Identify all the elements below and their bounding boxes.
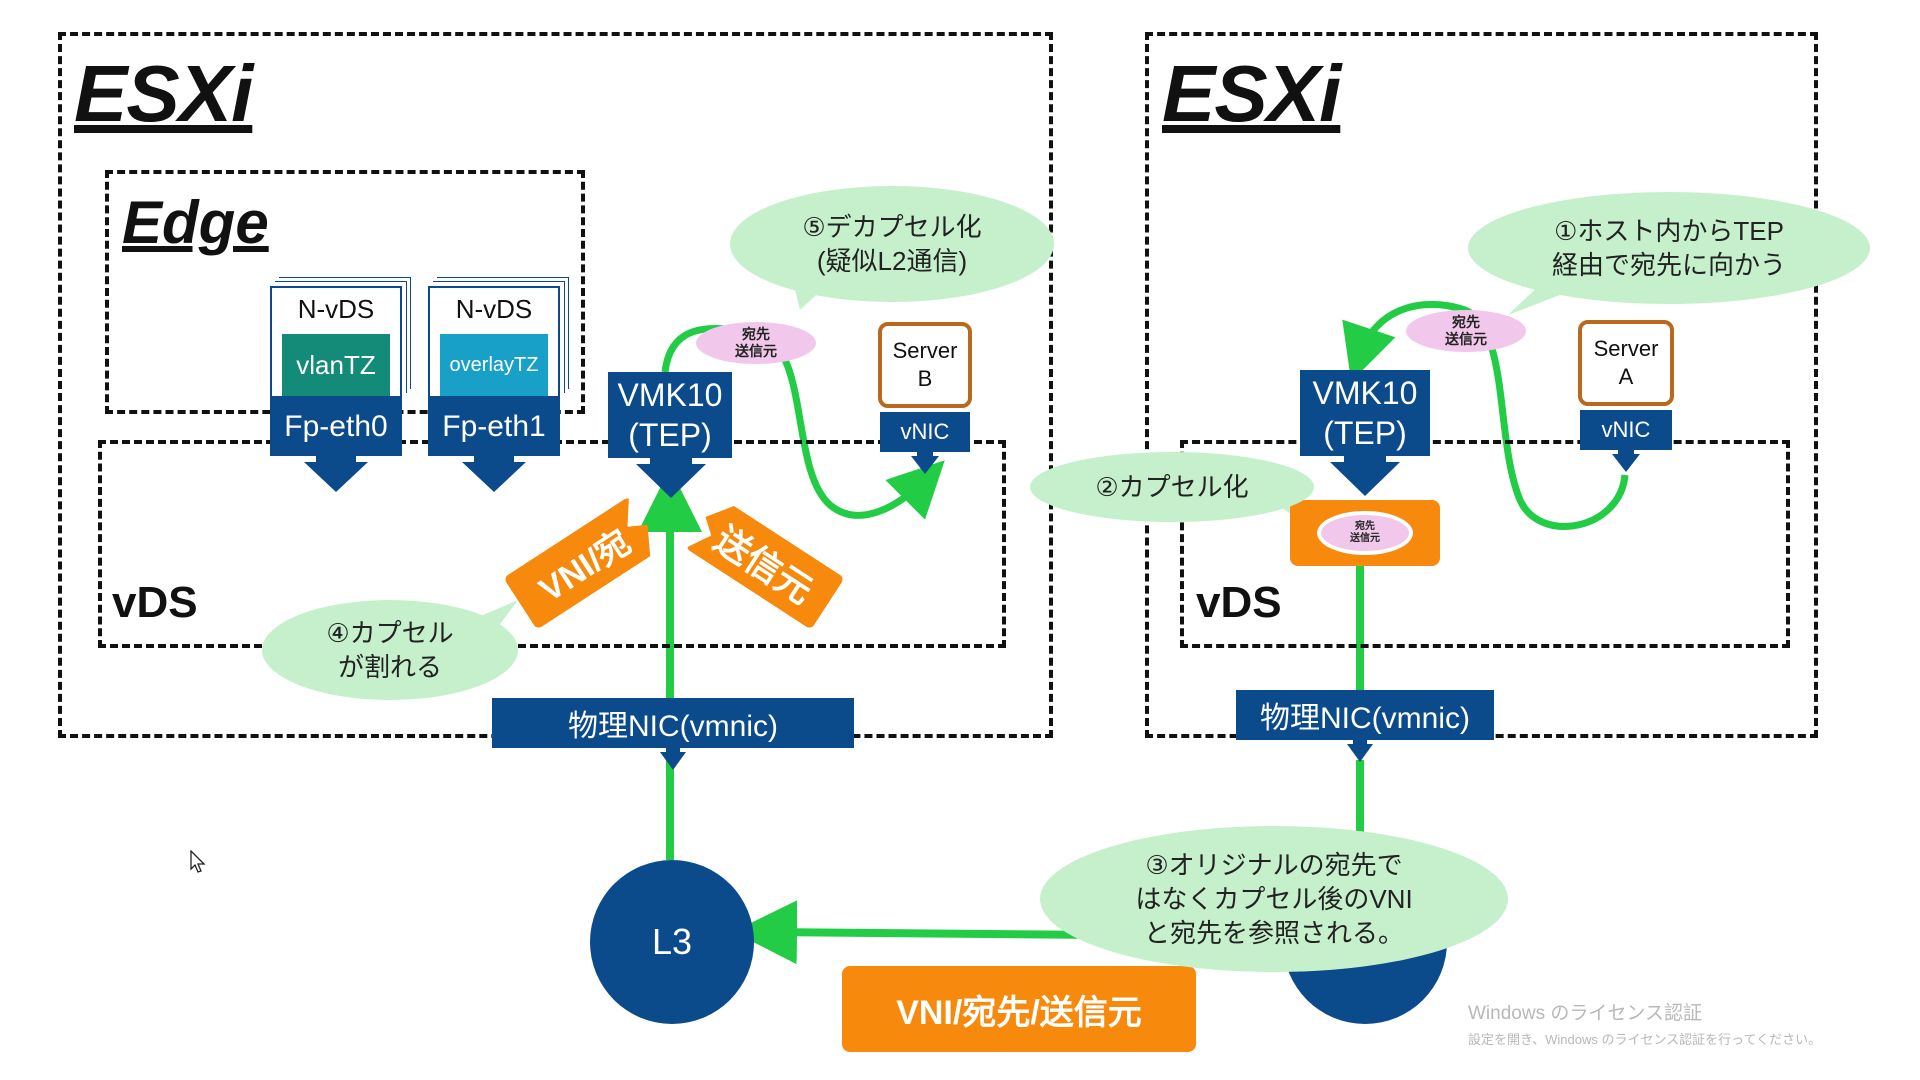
watermark-title: Windows のライセンス認証 (1468, 1003, 1702, 1024)
fp-eth1-port: Fp-eth1 (428, 398, 560, 456)
arrow-down-icon (1347, 740, 1373, 762)
vlan-tz: vlanTZ (282, 334, 390, 396)
server-line2: B (917, 366, 933, 391)
encap-src: 送信元 (1350, 533, 1380, 544)
server-line1: Server (1593, 336, 1659, 361)
vmk-line2: (TEP) (1323, 415, 1407, 451)
physical-nic-right: 物理NIC(vmnic) (1236, 690, 1494, 740)
server-b: Server B (878, 322, 972, 408)
pill-src: 送信元 (1445, 331, 1487, 347)
pill-dest: 宛先 (1452, 314, 1480, 330)
encapsulated-packet: 宛先 送信元 (1290, 500, 1440, 566)
callout-5-decap: ⑤デカプセル化 (疑似L2通信) (730, 186, 1054, 302)
nvds-card-overlay: N-vDS overlayTZ (428, 286, 560, 398)
green-path-vmk-to-vnic-left (661, 325, 945, 520)
esxi-label-right: ESXi (1162, 49, 1341, 138)
arrow-down-icon (1330, 456, 1400, 496)
arrow-down-icon (636, 458, 706, 498)
arrow-down-icon (304, 456, 368, 492)
edge-label: Edge (122, 189, 269, 256)
dest-src-pill-right: 宛先 送信元 (1406, 310, 1526, 352)
arrow-down-icon (660, 748, 686, 770)
windows-activation-watermark: Windows のライセンス認証 設定を開き、Windows のライセンス認証を… (1468, 998, 1821, 1048)
fp-eth0-port: Fp-eth0 (270, 398, 402, 456)
mouse-cursor-icon (190, 850, 206, 873)
pill-dest: 宛先 (742, 326, 770, 342)
vmk-line1: VMK10 (617, 377, 723, 413)
pill-src: 送信元 (735, 343, 777, 359)
arrow-down-icon (911, 452, 939, 474)
server-line2: A (1618, 364, 1634, 389)
vmk-line1: VMK10 (1312, 375, 1418, 411)
server-line1: Server (892, 338, 958, 363)
server-a: Server A (1578, 320, 1674, 406)
callout-3-vni-reference: ③オリジナルの宛先で はなくカプセル後のVNI と宛先を参照される。 (1040, 826, 1508, 972)
callout-line: と宛先を参照される。 (1143, 918, 1404, 948)
green-path-l3-to-l3 (733, 900, 1106, 965)
esxi-label-left: ESXi (74, 49, 253, 138)
arrow-down-icon (462, 456, 526, 492)
green-path-vnic-to-vmk-right (1342, 300, 1629, 530)
nvds-title: N-vDS (297, 294, 375, 324)
dest-src-pill-left: 宛先 送信元 (696, 322, 816, 364)
watermark-subtitle: 設定を開き、Windows のライセンス認証を行ってください。 (1468, 1032, 1822, 1047)
vmk-line2: (TEP) (628, 417, 712, 453)
arrow-down-icon (1612, 450, 1640, 472)
callout-line: ③オリジナルの宛先で (1145, 850, 1403, 880)
callout-line: (疑似L2通信) (816, 246, 968, 276)
vnic-left: vNIC (880, 412, 970, 452)
callout-line: 経由で宛先に向かう (1551, 250, 1786, 280)
callout-line: ②カプセル化 (1095, 472, 1249, 502)
vds-box-right (1180, 440, 1790, 648)
callout-1-via-tep: ①ホスト内からTEP 経由で宛先に向かう (1468, 192, 1870, 304)
overlay-tz: overlayTZ (440, 334, 548, 396)
callout-line: ⑤デカプセル化 (802, 212, 982, 242)
vnic-right: vNIC (1580, 410, 1672, 450)
l3-router-left: L3 (590, 860, 754, 1024)
callout-line: はなくカプセル後のVNI (1135, 884, 1413, 914)
nvds-card-vlan: N-vDS vlanTZ (270, 286, 402, 398)
physical-nic-left: 物理NIC(vmnic) (492, 698, 854, 748)
callout-2-encap: ②カプセル化 (1030, 452, 1314, 522)
vds-label-right: vDS (1196, 578, 1282, 627)
packet-header-box: VNI/宛先/送信元 (842, 966, 1196, 1052)
l3-label: L3 (651, 921, 693, 962)
callout-4-capsule-broken: ④カプセル が割れる (262, 600, 518, 700)
callout-line: ①ホスト内からTEP (1554, 216, 1784, 246)
callout-line: ④カプセル (326, 618, 454, 648)
encap-inner-pill: 宛先 送信元 (1317, 511, 1413, 555)
encap-dest: 宛先 (1355, 521, 1375, 532)
callout-line: が割れる (337, 652, 442, 682)
vds-label-left: vDS (112, 578, 198, 627)
vmk10-tep-left: VMK10 (TEP) (608, 372, 732, 458)
vmk10-tep-right: VMK10 (TEP) (1300, 370, 1430, 456)
nvds-title: N-vDS (455, 294, 533, 324)
